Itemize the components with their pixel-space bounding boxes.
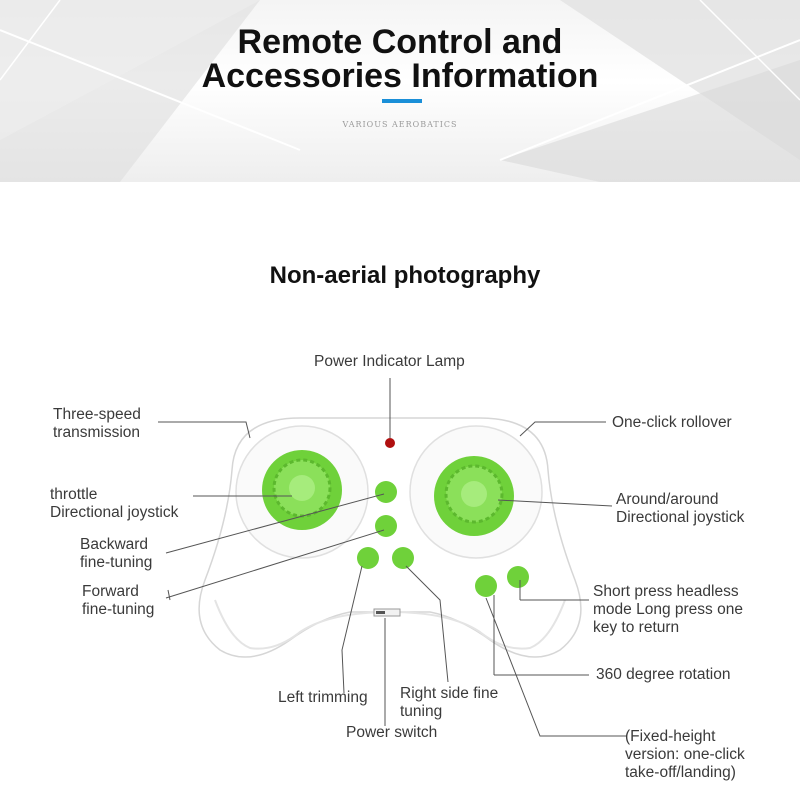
button-trim-mid: [375, 515, 397, 537]
button-rotation: [475, 575, 497, 597]
label-one-click-rollover: One-click rollover: [612, 414, 732, 431]
power-switch: [373, 608, 401, 617]
label-power-switch: Power switch: [346, 724, 438, 741]
header-banner: Remote Control and Accessories Informati…: [0, 0, 800, 182]
label-three-speed: Three-speed transmission: [53, 406, 141, 441]
right-joystick: [434, 456, 514, 536]
banner-tagline: VARIOUS AEROBATICS: [342, 120, 458, 129]
label-right-side-tuning: Right side fine tuning: [400, 685, 499, 720]
section-subtitle: Non-aerial photography: [269, 262, 541, 289]
button-trim-top: [375, 481, 397, 503]
label-360-rotation: 360 degree rotation: [596, 666, 731, 683]
label-forward-tuning: Forward fine-tuning: [82, 583, 155, 618]
banner-title-line2: Accessories Information: [201, 57, 599, 95]
button-right-trim: [392, 547, 414, 569]
power-indicator-lamp: [385, 438, 395, 448]
label-power-indicator: Power Indicator Lamp: [314, 353, 465, 370]
button-headless: [507, 566, 529, 588]
label-around-joystick: Around/around Directional joystick: [616, 491, 745, 526]
banner-title-line1: Remote Control and: [237, 23, 563, 61]
label-fixed-height: (Fixed-height version: one-click take-of…: [625, 728, 745, 781]
label-left-trimming: Left trimming: [278, 689, 368, 706]
leader-lines: [158, 378, 626, 737]
label-headless-mode: Short press headless mode Long press one…: [593, 583, 743, 636]
left-joystick: [262, 450, 342, 530]
label-throttle-joystick: throttle Directional joystick: [50, 486, 179, 521]
banner-background-pattern: [0, 0, 800, 182]
label-backward-tuning: Backward fine-tuning: [80, 536, 153, 571]
title-accent-bar: [382, 99, 422, 103]
button-left-trim: [357, 547, 379, 569]
